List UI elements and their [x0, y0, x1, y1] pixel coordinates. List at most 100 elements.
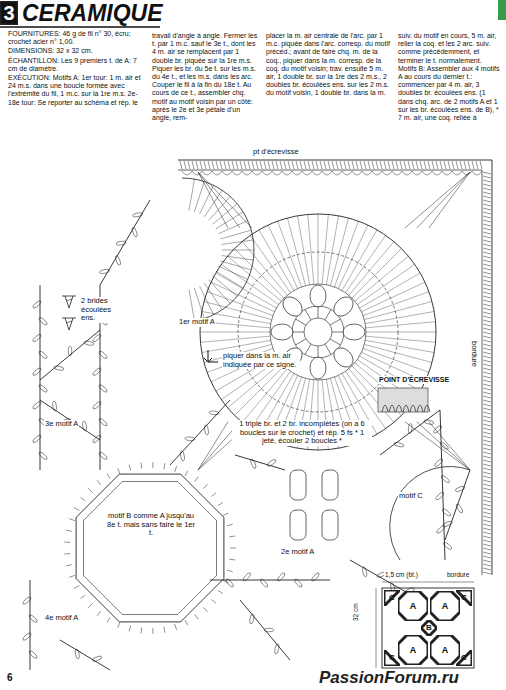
picot — [107, 474, 110, 479]
picot — [223, 581, 228, 583]
center-stitch — [305, 309, 311, 319]
fan-stitch — [213, 204, 238, 225]
stitch-heading: POINT D'ÉCREVISSE — [378, 376, 450, 384]
picot-arch — [332, 171, 342, 175]
border-stitch — [192, 161, 194, 169]
border-stitch — [483, 468, 491, 470]
fan-stitch — [221, 264, 278, 304]
picot — [175, 624, 177, 630]
fan-stitch — [363, 292, 429, 316]
crab-loop — [410, 405, 416, 412]
border-stitch — [332, 161, 334, 169]
fan-stitch — [216, 212, 243, 229]
leaf-stitch — [115, 255, 122, 266]
leaf-stitch — [68, 346, 72, 356]
border-stitch — [180, 161, 182, 169]
dimension-line — [382, 582, 474, 583]
leaf-stitch — [442, 520, 453, 527]
fan-stitch — [357, 264, 414, 304]
picot — [107, 617, 110, 622]
chain-stem — [170, 400, 230, 465]
border-stitch — [276, 161, 278, 169]
bride-symbol — [69, 318, 73, 330]
border-stitch — [483, 520, 491, 522]
fan-stitch — [360, 273, 421, 308]
center-stitch — [330, 319, 340, 325]
picot — [66, 565, 72, 566]
node-label: A — [442, 602, 449, 611]
octagon-motif: A — [398, 635, 428, 665]
fan-stitch — [318, 214, 319, 284]
web-stitch — [198, 172, 252, 228]
motif-label: motif C — [398, 492, 424, 501]
leaf-stitch — [38, 451, 48, 460]
border-stitch — [483, 348, 491, 350]
leaf-stitch — [436, 525, 446, 534]
border-stitch — [483, 360, 491, 362]
picot — [74, 508, 79, 511]
picot-arch — [342, 171, 352, 175]
border-stitch — [483, 428, 491, 430]
fan-stitch — [322, 214, 328, 284]
node-label: A — [410, 646, 417, 655]
fan-stitch — [222, 240, 254, 244]
instruction-paragraph: DIMENSIONS: 32 x 32 cm. — [8, 47, 144, 55]
border-stitch — [388, 161, 390, 169]
picot-arch — [402, 171, 412, 175]
node-label: C — [389, 594, 395, 602]
center-stitch — [295, 319, 305, 325]
border-stitch — [483, 444, 491, 446]
border-stitch — [483, 544, 491, 546]
border-stitch — [483, 248, 491, 250]
center-stitch — [318, 346, 319, 358]
border-stitch — [483, 560, 491, 562]
leaf-stitch — [455, 503, 463, 513]
border-stitch — [440, 161, 442, 169]
border-stitch — [324, 161, 326, 169]
instruction-paragraph: FOURNITURES: 46 g de fil n° 30, écru; cr… — [8, 30, 144, 46]
border-stitch — [228, 161, 230, 169]
border-stitch — [483, 548, 491, 550]
node-outline — [398, 591, 428, 621]
petal — [343, 324, 365, 340]
octagon-motif: A — [430, 635, 460, 665]
border-stitch — [483, 372, 491, 374]
dimension-label: 1,5 cm (bt.) — [384, 571, 419, 578]
border-stitch — [483, 464, 491, 466]
watermark: PassionForum.ru — [318, 668, 460, 688]
border-stitch — [424, 161, 426, 169]
border-stitch — [483, 424, 491, 426]
border-stitch — [412, 161, 414, 169]
motif-b-outline — [76, 474, 224, 622]
leaf-stitch — [259, 578, 268, 588]
border-stitch — [483, 552, 491, 554]
border-stitch — [483, 252, 491, 254]
fan-stitch — [365, 340, 434, 352]
picot — [74, 586, 79, 589]
border-stitch — [483, 260, 491, 262]
chain-stem — [445, 470, 470, 540]
picot-arch — [302, 171, 312, 175]
crab-loop — [396, 405, 402, 412]
plan-shape: B — [421, 620, 437, 636]
border-stitch — [483, 408, 491, 410]
border-stitch — [483, 172, 491, 174]
center-stitch — [330, 339, 340, 345]
border-stitch — [483, 216, 491, 218]
fan-stitch — [298, 216, 310, 285]
border-stitch — [483, 364, 491, 366]
picot-arch — [422, 171, 432, 175]
picot — [195, 477, 198, 482]
leaf-stitch — [28, 614, 38, 623]
chain-stem — [30, 580, 31, 670]
leaf-stitch — [32, 333, 42, 342]
fan-stitch — [209, 280, 230, 304]
petal — [271, 324, 293, 340]
border-stitch — [400, 161, 402, 169]
border-stitch — [483, 436, 491, 438]
node-outline — [456, 650, 472, 666]
node-label: 3 — [3, 3, 14, 23]
border-stitch — [232, 161, 234, 169]
fan-stitch — [363, 348, 429, 372]
border-stitch — [483, 192, 491, 194]
